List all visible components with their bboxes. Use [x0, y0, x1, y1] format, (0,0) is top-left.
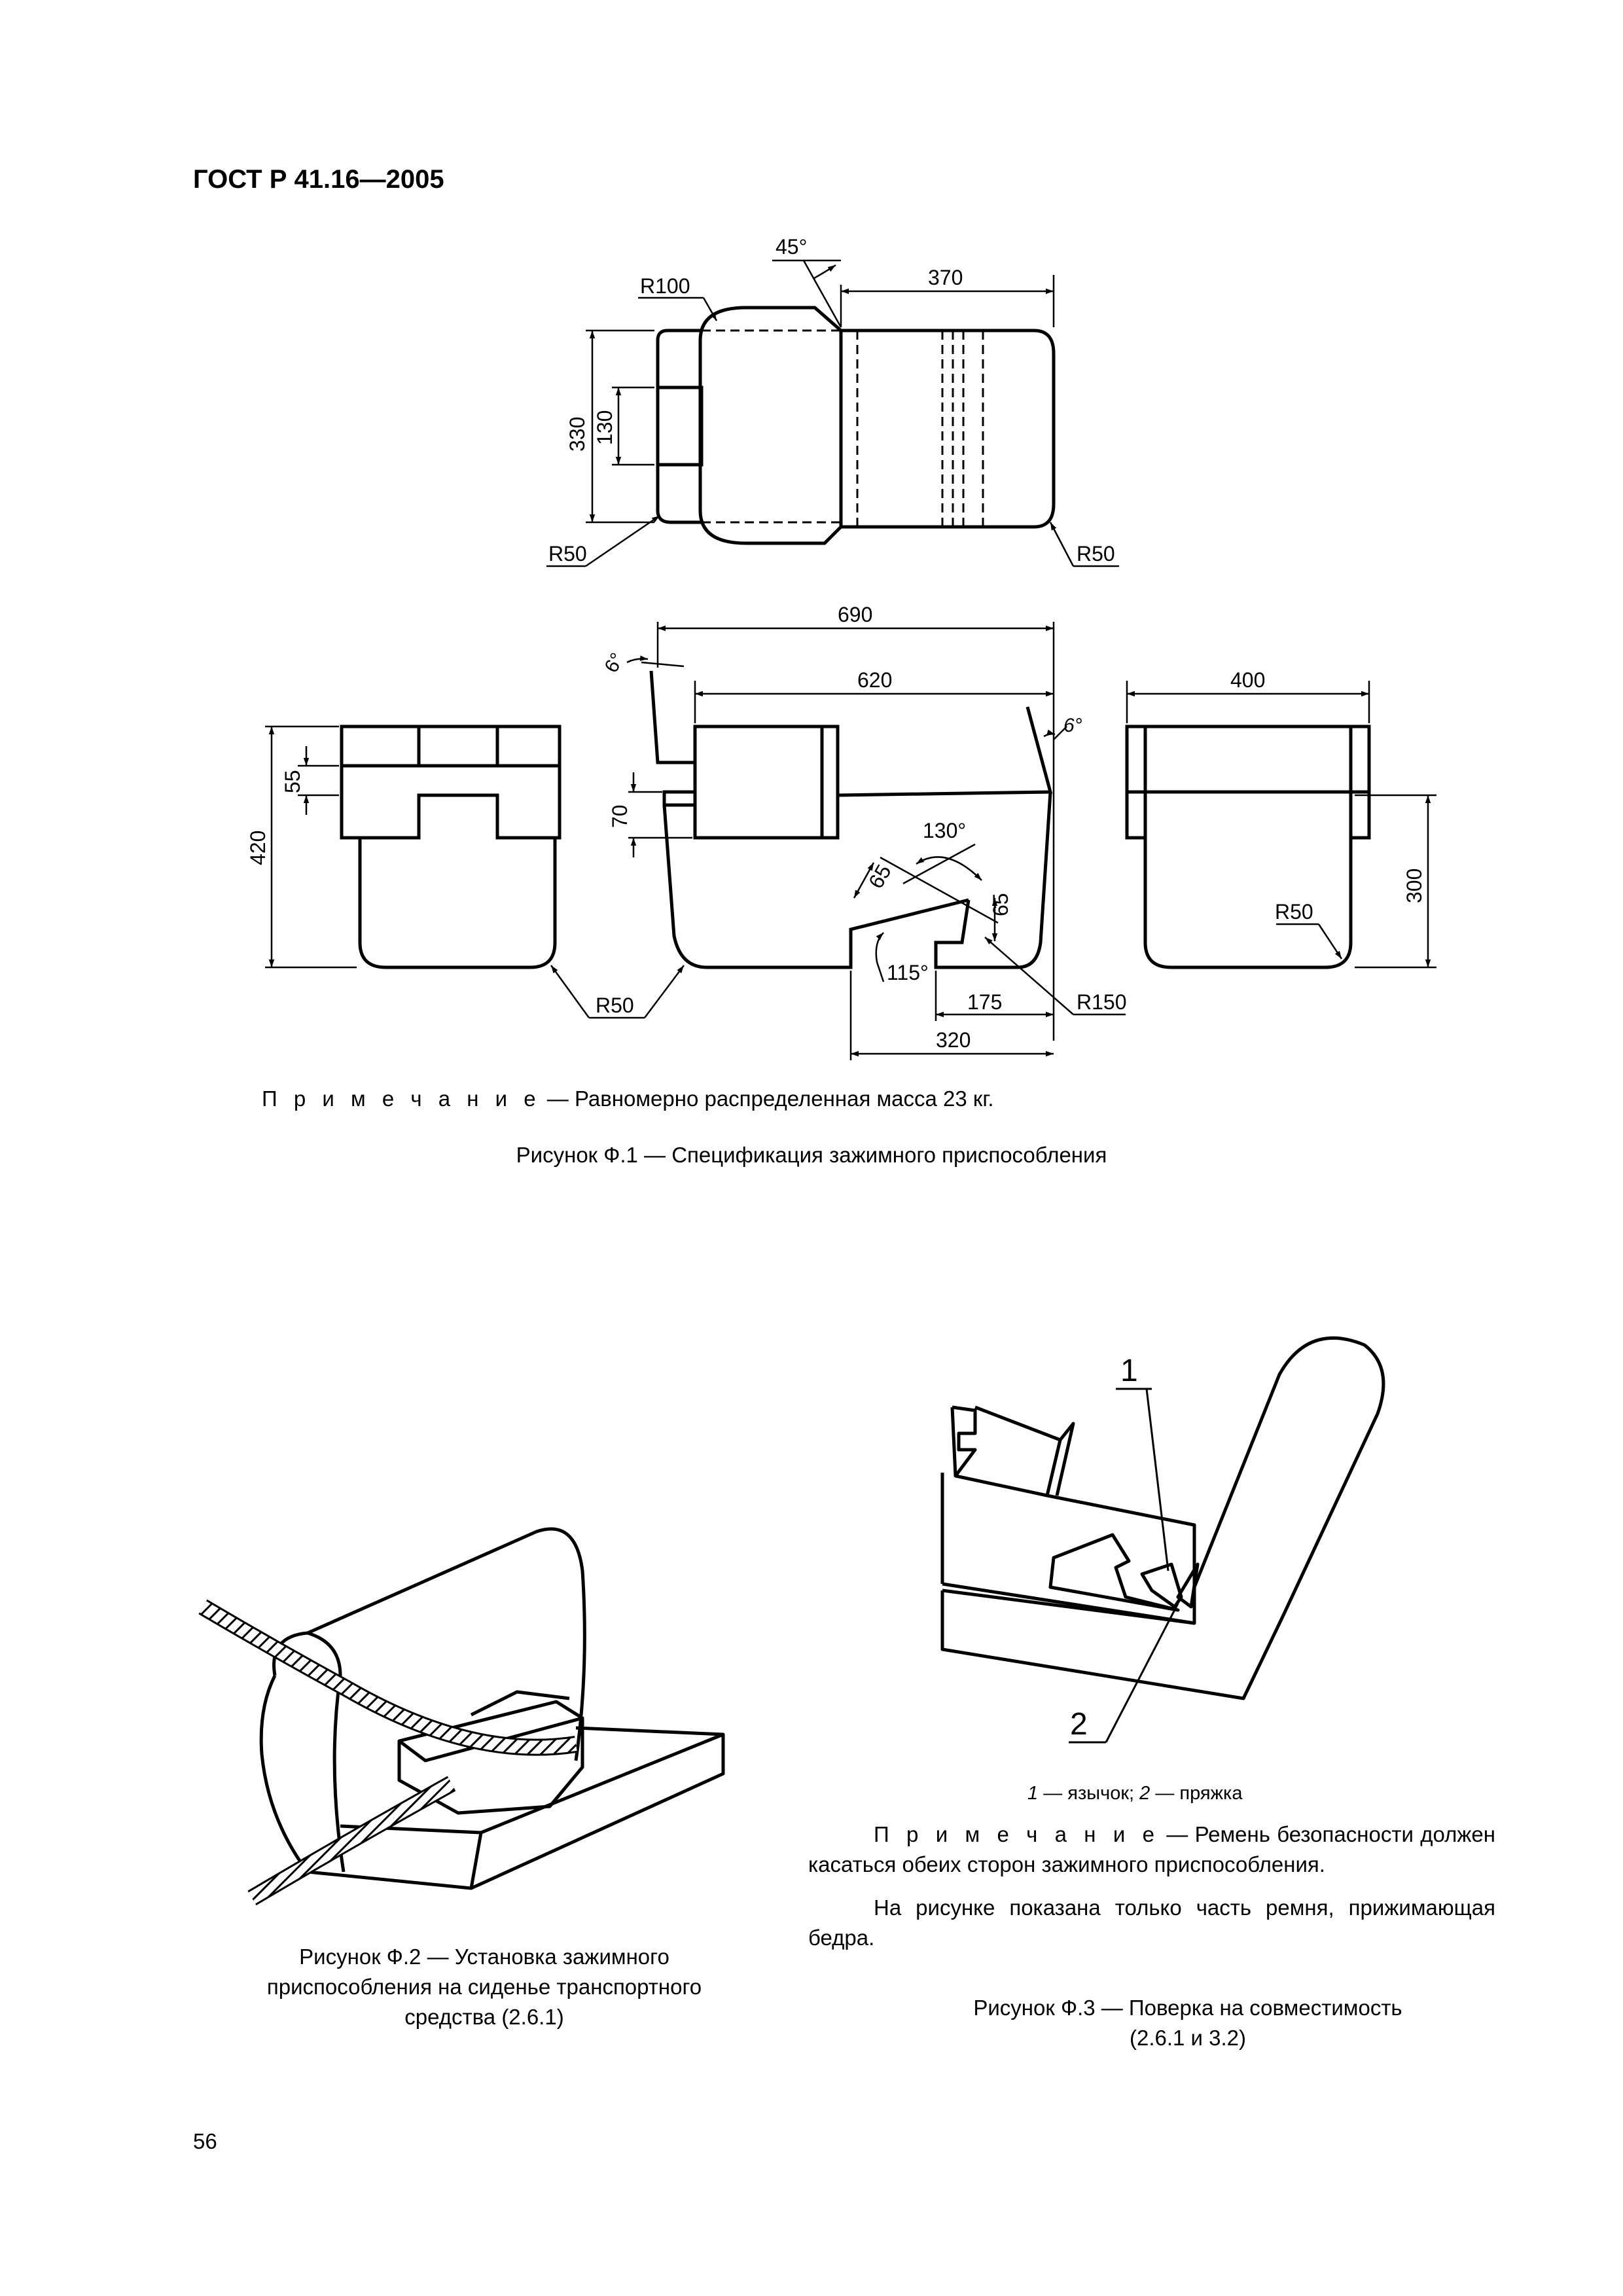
fig1-top-labels: 45° 370 R100 330 130 R50 R50: [548, 235, 1115, 565]
figure3-note-text1: — Ремень безопасности должен касаться об…: [808, 1822, 1495, 1876]
dim-r150: R150: [1077, 990, 1127, 1014]
dim-65-b: 65: [989, 893, 1012, 916]
dim-175: 175: [967, 990, 1002, 1014]
fig2-seat-belt: [198, 1599, 578, 1906]
dim-65-a: 65: [864, 861, 896, 893]
dim-620: 620: [857, 668, 892, 692]
page-number: 56: [193, 2129, 217, 2153]
fig3-callout-labels: 1 2: [1070, 1354, 1138, 1742]
figure1-caption: Рисунок Ф.1 — Спецификация зажимного при…: [516, 1143, 1107, 1167]
dim-70: 70: [608, 804, 632, 828]
fig1-front-labels: 55 420: [246, 770, 304, 865]
figure1-note: П р и м е ч а н и е — Равномерно распред…: [262, 1086, 994, 1111]
dim-angle-115: 115°: [887, 961, 929, 984]
dim-320: 320: [936, 1028, 971, 1052]
dim-690: 690: [838, 603, 872, 626]
fig1-side-labels: 690 620 6° 6° 70 130° 65 65 115° 175 R15…: [596, 603, 1127, 1052]
fig1-side-view: [550, 622, 1126, 1060]
dim-r50-bottom: R50: [596, 994, 634, 1017]
figure3-note-label: П р и м е ч а н и е: [874, 1822, 1160, 1846]
fig1-front-view: [265, 725, 562, 969]
dim-r50-top-right: R50: [1077, 542, 1115, 565]
dim-angle-6-left: 6°: [600, 649, 628, 676]
callout-1: 1: [1120, 1354, 1138, 1388]
legend-num-2: 2: [1139, 1783, 1150, 1804]
figure2-caption: Рисунок Ф.2 — Установка зажимного приспо…: [190, 1942, 779, 2032]
dim-300: 300: [1402, 869, 1426, 903]
fig3-check-illustration: [940, 1336, 1385, 1700]
figure2-caption-line1: Рисунок Ф.2 — Установка зажимного: [299, 1945, 669, 1969]
dim-55: 55: [281, 770, 304, 793]
dim-angle-6-right: 6°: [1063, 715, 1082, 736]
fig1-end-labels: 400 300 R50: [1230, 668, 1426, 924]
figure1-note-text: — Равномерно распределенная масса 23 кг.: [541, 1086, 994, 1111]
dim-r50-side: R50: [1275, 900, 1313, 924]
fig1-top-view: [546, 259, 1119, 567]
dim-400: 400: [1230, 668, 1265, 692]
figure2-caption-line3: средства (2.6.1): [404, 2005, 564, 2029]
fig1-end-view: [1125, 681, 1436, 969]
fig2-seat-illustration: [259, 1527, 725, 1890]
figure3-note: П р и м е ч а н и е — Ремень безопасност…: [808, 1820, 1495, 1966]
dim-130: 130: [593, 410, 616, 445]
dim-r100: R100: [640, 274, 690, 298]
figure1-note-label: П р и м е ч а н и е: [262, 1086, 541, 1111]
standard-header: ГОСТ Р 41.16—2005: [193, 165, 444, 194]
dim-330: 330: [565, 417, 589, 452]
figure2-caption-line2: приспособления на сиденье транспортного: [266, 1975, 702, 1999]
legend-text-2: — пряжка: [1150, 1783, 1243, 1804]
fig3-callouts: [1069, 1388, 1179, 1744]
figure3-caption: Рисунок Ф.3 — Поверка на совместимость (…: [844, 1993, 1531, 2053]
figure3-legend: 1 — язычок; 2 — пряжка: [1027, 1783, 1242, 1804]
dim-r50-top-left: R50: [548, 542, 587, 565]
dim-angle-45: 45°: [776, 235, 807, 259]
figure3-caption-line1: Рисунок Ф.3 — Поверка на совместимость: [973, 1996, 1402, 2020]
dim-420: 420: [246, 831, 270, 865]
dim-angle-130: 130°: [923, 819, 966, 842]
figure3-note-text2: На рисунке показана только часть ремня, …: [808, 1895, 1495, 1950]
dim-370: 370: [928, 266, 963, 289]
callout-2: 2: [1070, 1707, 1088, 1742]
figure3-caption-line2: (2.6.1 и 3.2): [1129, 2026, 1247, 2050]
legend-num-1: 1: [1027, 1783, 1039, 1804]
legend-text-1: — язычок;: [1038, 1783, 1140, 1804]
